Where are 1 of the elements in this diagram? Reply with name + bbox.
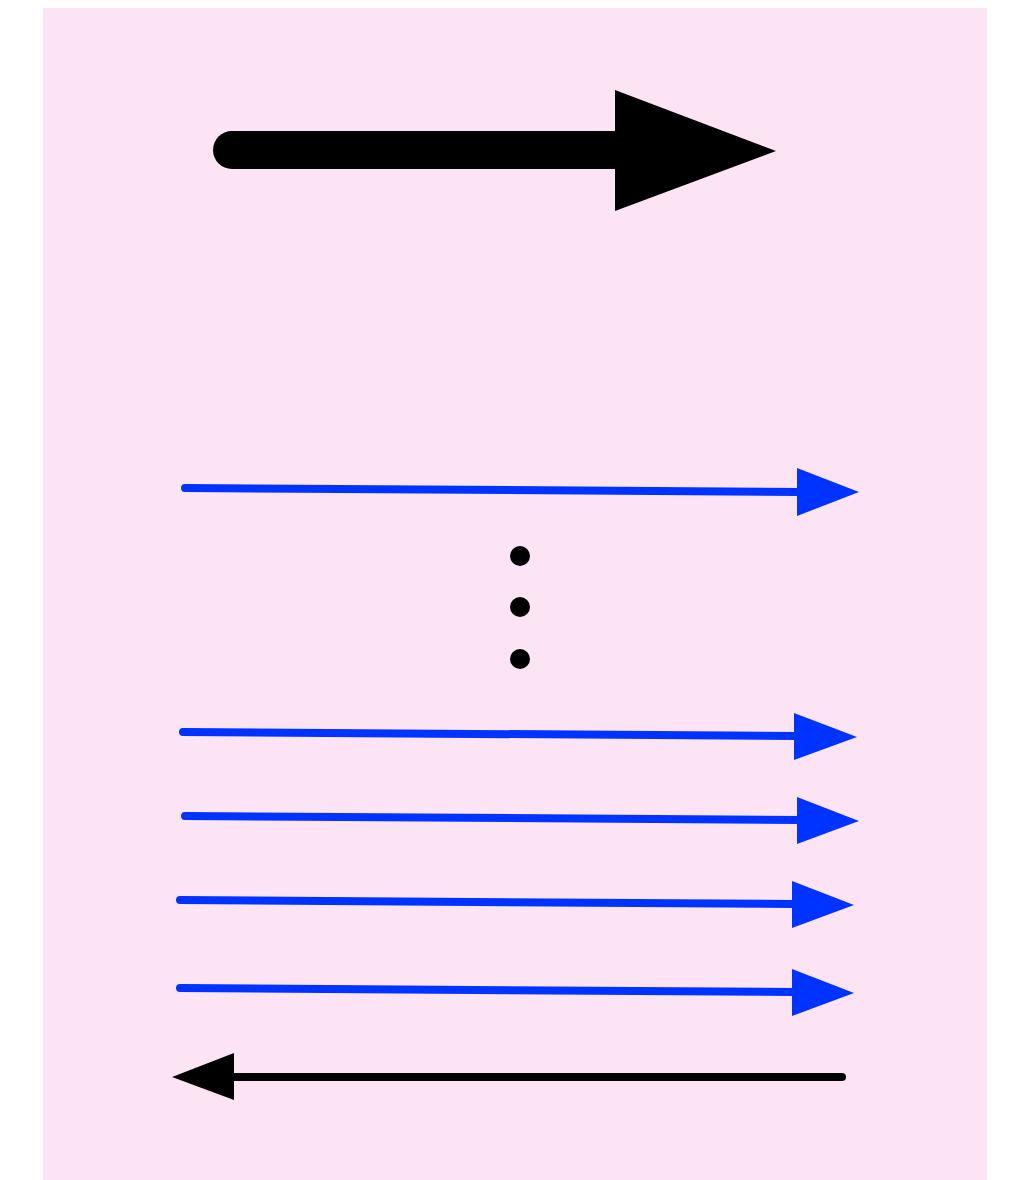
panel-background <box>43 8 987 1180</box>
